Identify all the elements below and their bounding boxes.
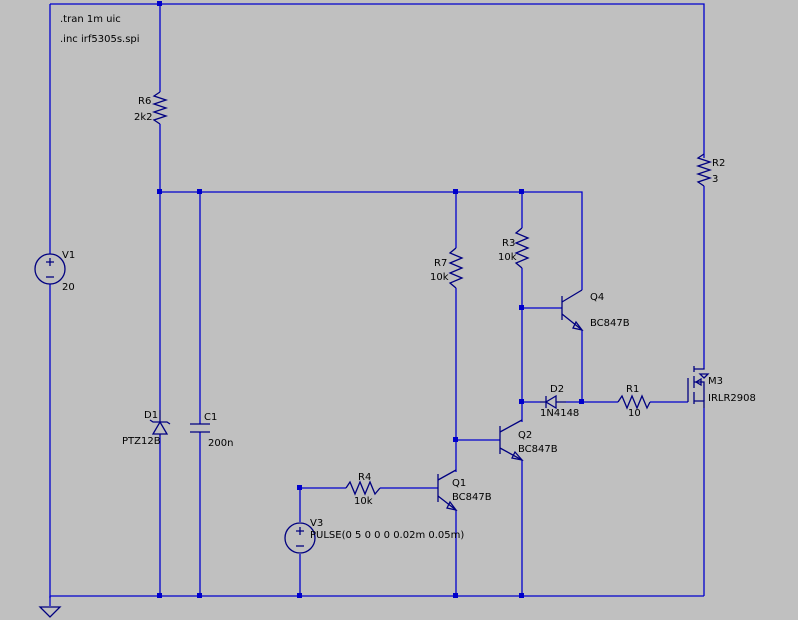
v1-name: V1 — [62, 250, 75, 261]
mosfet-m3[interactable] — [687, 366, 710, 408]
r6-value: 2k2 — [134, 112, 153, 123]
zener-diode-d1[interactable] — [149, 410, 171, 436]
transistor-q4[interactable] — [561, 289, 584, 332]
voltage-source-v3[interactable] — [284, 522, 316, 554]
diode-d2[interactable] — [540, 394, 566, 410]
tran-directive: .tran 1m uic — [60, 14, 121, 25]
r6-name: R6 — [138, 96, 151, 107]
wires — [49, 3, 705, 606]
q4-value: BC847B — [590, 318, 630, 329]
q1-name: Q1 — [452, 478, 466, 489]
c1-name: C1 — [204, 412, 217, 423]
d2-name: D2 — [550, 384, 564, 395]
v3-name: V3 — [310, 518, 323, 529]
c1-value: 200n — [208, 438, 233, 449]
v3-value: PULSE(0 5 0 0 0 0.02m 0.05m) — [310, 530, 464, 541]
r4-value: 10k — [354, 496, 373, 507]
m3-value: IRLR2908 — [708, 393, 756, 404]
r3-name: R3 — [502, 238, 515, 249]
transistor-q1[interactable] — [437, 469, 458, 512]
junctions — [157, 1, 584, 598]
v1-value: 20 — [62, 282, 75, 293]
r3-value: 10k — [498, 252, 517, 263]
r1-name: R1 — [626, 384, 639, 395]
r4-name: R4 — [358, 472, 371, 483]
resistor-r7[interactable] — [448, 247, 464, 289]
resistor-r6[interactable] — [151, 91, 169, 125]
resistor-r4[interactable] — [345, 480, 381, 496]
transistor-q2[interactable] — [499, 419, 524, 462]
resistor-r2[interactable] — [695, 153, 713, 187]
r1-value: 10 — [628, 408, 641, 419]
component-labels: V1 20 R6 2k2 R2 3 R7 10k R3 10k Q4 BC847… — [62, 96, 756, 541]
voltage-source-v1[interactable] — [34, 253, 66, 285]
d1-name: D1 — [144, 410, 158, 421]
spice-directives: .tran 1m uic .inc irf5305s.spi — [60, 14, 140, 45]
r2-name: R2 — [712, 158, 725, 169]
d2-value: 1N4148 — [540, 408, 579, 419]
capacitor-c1[interactable] — [190, 423, 210, 433]
d1-value: PTZ12B — [122, 436, 161, 447]
r7-name: R7 — [434, 258, 447, 269]
q4-name: Q4 — [590, 292, 604, 303]
q1-value: BC847B — [452, 492, 492, 503]
m3-name: M3 — [708, 376, 723, 387]
resistor-r1[interactable] — [617, 394, 651, 410]
q2-value: BC847B — [518, 444, 558, 455]
q2-name: Q2 — [518, 430, 532, 441]
r7-value: 10k — [430, 272, 449, 283]
resistor-r3[interactable] — [514, 227, 530, 269]
r2-value: 3 — [712, 174, 718, 185]
inc-directive: .inc irf5305s.spi — [60, 34, 140, 45]
ground-icon — [38, 606, 62, 618]
